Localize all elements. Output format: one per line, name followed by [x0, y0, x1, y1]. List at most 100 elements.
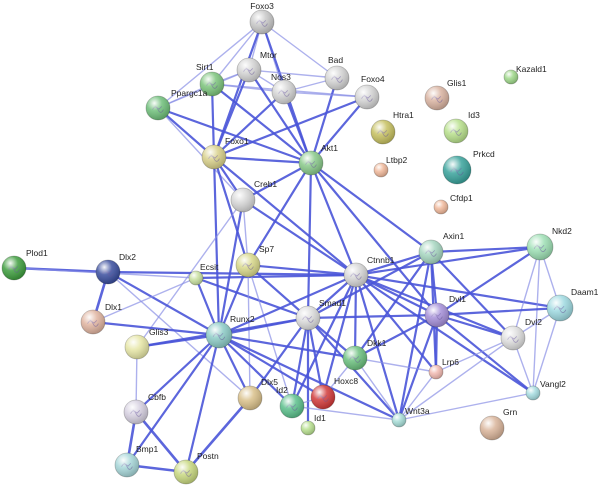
- node-dkk1[interactable]: Dkk1: [342, 338, 387, 371]
- node-cfdp1[interactable]: Cfdp1: [433, 193, 473, 215]
- node-label-dlx5: Dlx5: [261, 377, 278, 387]
- node-dvl1[interactable]: Dvl1: [424, 294, 466, 328]
- node-foxo4[interactable]: Foxo4: [354, 74, 385, 110]
- node-label-mtor: Mtor: [260, 50, 277, 60]
- node-gloss: [189, 271, 203, 285]
- node-label-glis1: Glis1: [447, 78, 467, 88]
- node-hoxc8[interactable]: Hoxc8: [310, 376, 358, 410]
- edge-nos3-foxo4: [283, 91, 368, 98]
- node-dlx1[interactable]: Dlx1: [80, 302, 122, 335]
- edge-runx2-hoxc8: [217, 333, 325, 399]
- node-ltbp2[interactable]: Ltbp2: [373, 155, 408, 178]
- edge-runx2-cbfb: [134, 333, 221, 414]
- node-gloss: [124, 400, 148, 424]
- node-bad[interactable]: Bad: [324, 55, 350, 91]
- node-gloss: [392, 413, 406, 427]
- node-sp7[interactable]: Sp7: [235, 244, 274, 278]
- node-cbfb[interactable]: Cbfb: [123, 392, 166, 425]
- node-label-dvl2: Dvl2: [525, 317, 542, 327]
- edge-foxo3-sirt1: [211, 21, 263, 85]
- edge-smad1-hoxc8: [306, 316, 325, 399]
- node-gloss: [125, 335, 149, 359]
- node-gloss: [526, 386, 540, 400]
- node-label-wnt3a: Wnt3a: [405, 406, 430, 416]
- node-glis1[interactable]: Glis1: [424, 78, 467, 111]
- node-gloss: [236, 253, 260, 277]
- node-id1[interactable]: Id1: [300, 413, 326, 436]
- edge-ecsit-smad1: [194, 276, 310, 320]
- node-sirt1[interactable]: Sirt1: [196, 62, 225, 97]
- node-glis3[interactable]: Glis3: [124, 327, 169, 360]
- edge-foxo1-ctnnb1: [212, 155, 358, 277]
- node-label-smad1: Smad1: [319, 298, 346, 308]
- node-kazald1[interactable]: Kazald1: [503, 64, 547, 85]
- edge-foxo4-akt1: [309, 95, 369, 165]
- node-nkd2[interactable]: Nkd2: [526, 226, 572, 261]
- node-foxo1[interactable]: Foxo1: [201, 136, 249, 170]
- edge-mtor-foxo1: [212, 68, 251, 159]
- node-creb1[interactable]: Creb1: [230, 179, 277, 213]
- node-smad1[interactable]: Smad1: [295, 298, 346, 331]
- node-daam1[interactable]: Daam1: [546, 287, 599, 322]
- node-ecsit[interactable]: Ecsit: [188, 262, 219, 286]
- node-ppargc1a[interactable]: Ppargc1a: [145, 88, 208, 121]
- node-dvl2[interactable]: Dvl2: [500, 317, 542, 351]
- edge-ctnnb1-axin1: [354, 250, 433, 277]
- node-axin1[interactable]: Axin1: [418, 231, 465, 265]
- node-htra1[interactable]: Htra1: [370, 110, 414, 145]
- node-mtor[interactable]: Mtor: [236, 50, 277, 83]
- edge-runx2-ctnnb1: [217, 273, 358, 337]
- node-gloss: [272, 80, 296, 104]
- node-nos3[interactable]: Nos3: [271, 72, 297, 105]
- node-grn[interactable]: Grn: [479, 407, 517, 441]
- node-ctnnb1[interactable]: Ctnnb1: [343, 255, 395, 288]
- node-label-sp7: Sp7: [259, 244, 274, 254]
- node-dlx2[interactable]: Dlx2: [95, 252, 136, 285]
- node-postn[interactable]: Postn: [173, 451, 219, 485]
- node-label-id2: Id2: [276, 385, 288, 395]
- edge-dvl1-wnt3a: [397, 313, 439, 422]
- edge-sp7-dlx5: [247, 264, 251, 399]
- node-label-foxo1: Foxo1: [225, 136, 249, 146]
- node-dlx5[interactable]: Dlx5: [237, 377, 278, 411]
- edge-dvl1-vangl2: [435, 313, 535, 395]
- node-bmp1[interactable]: Bmp1: [114, 444, 158, 478]
- node-label-plod1: Plod1: [26, 248, 48, 258]
- edge-ppargc1a-creb1: [157, 107, 244, 201]
- edge-akt1-creb1: [241, 161, 313, 202]
- node-label-lrp6: Lrp6: [442, 357, 459, 367]
- node-label-dlx1: Dlx1: [105, 302, 122, 312]
- edge-dlx1-runx2: [91, 320, 221, 337]
- edge-daam1-vangl2: [532, 307, 561, 394]
- node-plod1[interactable]: Plod1: [1, 248, 48, 281]
- edge-smad1-id2: [290, 316, 310, 408]
- edge-foxo1-runx2: [212, 155, 221, 337]
- edge-dvl1-dkk1: [353, 313, 439, 360]
- node-gloss: [296, 306, 320, 330]
- node-gloss: [280, 394, 304, 418]
- edge-axin1-smad1: [306, 250, 433, 320]
- edge-dlx2-dlx5: [107, 271, 251, 399]
- node-id2[interactable]: Id2: [276, 385, 305, 419]
- edge-bad-akt1: [309, 76, 339, 165]
- node-label-htra1: Htra1: [393, 110, 414, 120]
- node-id3[interactable]: Id3: [443, 110, 480, 144]
- edge-dlx2-runx2: [106, 270, 221, 337]
- node-gloss: [206, 322, 232, 348]
- node-label-dkk1: Dkk1: [367, 338, 387, 348]
- node-wnt3a[interactable]: Wnt3a: [391, 406, 430, 428]
- node-runx2[interactable]: Runx2: [205, 314, 255, 349]
- node-label-id3: Id3: [468, 110, 480, 120]
- edge-nkd2-dvl2: [512, 246, 541, 339]
- edge-creb1-runx2: [217, 198, 245, 337]
- node-lrp6[interactable]: Lrp6: [428, 357, 459, 380]
- node-akt1[interactable]: Akt1: [298, 143, 338, 176]
- node-prkcd[interactable]: Prkcd: [442, 149, 495, 185]
- node-vangl2[interactable]: Vangl2: [525, 379, 566, 401]
- edge-sirt1-foxo1: [210, 82, 216, 159]
- edge-dlx2-ctnnb1: [106, 270, 358, 277]
- edge-daam1-dvl1: [435, 306, 562, 317]
- node-label-runx2: Runx2: [230, 314, 255, 324]
- node-foxo3[interactable]: Foxo3: [249, 1, 275, 35]
- node-gloss: [425, 303, 449, 327]
